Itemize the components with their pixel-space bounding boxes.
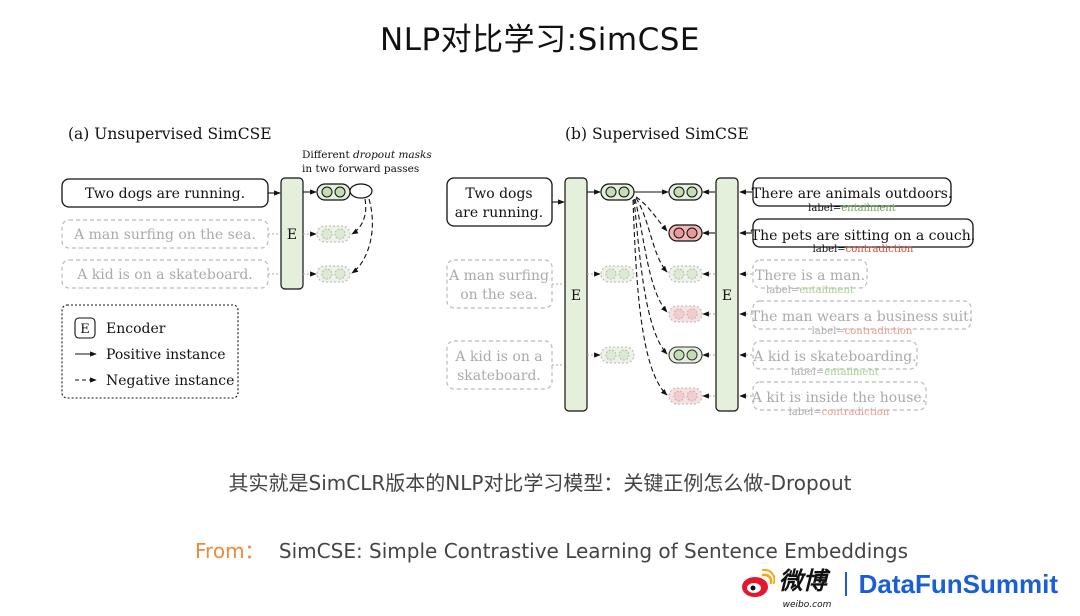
input-b-2-box [446,259,553,309]
embedding-b-anchor [600,183,635,201]
weibo-sub: weibo.com [782,600,832,610]
sentence-a-1: Two dogs are running. [85,186,245,202]
figure-b-title: (b) Supervised SimCSE [565,125,749,143]
pair-6-label: label=contradiction [789,407,890,418]
embedding-b-pair-6 [668,387,703,405]
pair-3-text: There is a man. [755,268,865,284]
pair-2-text: The pets are sitting on a couch. [751,228,975,244]
datafun-brand: DataFunSummit [858,568,1058,599]
pair-1-label: label=entailment [808,203,896,214]
legend-encoder-symbol: E [80,322,90,337]
pair-4-box [752,300,972,330]
legend-positive: Positive instance [106,347,226,363]
pair-6-box [752,381,927,411]
embedding-b-2 [600,265,635,283]
pair-6-text: A kit is inside the house. [751,390,926,406]
sentence-a-2-box [61,219,269,249]
pair-1-box [752,177,952,207]
encoder-b-right-label: E [722,288,732,304]
input-b-2-line1: A man surfing [448,268,549,284]
embedding-a-2 [316,225,351,243]
embedding-b-pair-4 [668,305,703,323]
footer-separator [844,572,847,596]
legend-box [61,304,239,399]
pair-5-text: A kid is skateboarding. [752,349,916,365]
slide-title: NLP对比学习:SimCSE [380,22,700,58]
pair-2-box [752,218,974,248]
pair-3-box [752,259,868,289]
figure-a-title: (a) Unsupervised SimCSE [68,125,272,143]
input-b-2-line2: on the sea. [460,287,538,303]
embedding-b-pair-3 [668,265,703,283]
embedding-b-pair-2 [668,224,703,242]
embedding-a-dropout [349,183,373,199]
pair-5-box [752,340,918,370]
slide-caption: 其实就是SimCLR版本的NLP对比学习模型：关键正例怎么做-Dropout [228,471,852,495]
legend-negative: Negative instance [106,373,234,389]
pair-5-label: label=entailment [791,367,879,378]
input-b-1-line2: are running. [455,205,543,221]
negative-arrow-a-1 [351,198,367,235]
input-b-3-box [446,340,553,390]
input-b-1-line1: Two dogs [465,186,532,202]
dropout-note-line1: Different dropout masks [302,149,432,161]
sentence-a-3: A kid is on a skateboard. [76,267,253,283]
pair-1-text: There are animals outdoors. [752,186,953,202]
source-text: SimCSE: Simple Contrastive Learning of S… [278,539,909,563]
pair-4-label: label=contradiction [812,326,913,337]
encoder-a-label: E [287,227,297,243]
embedding-b-pair-5 [668,346,703,364]
sentence-a-3-box [61,259,269,289]
embedding-a-anchor [316,183,351,201]
source-line: From： SimCSE: Simple Contrastive Learnin… [195,535,908,564]
dropout-note-line2: in two forward passes [302,163,419,175]
embedding-a-3 [316,265,351,283]
negative-arrows-b [632,196,668,396]
footer-brand: 微博 weibo.com DataFunSummit [741,566,1058,611]
negative-arrow-a-2 [351,198,373,274]
pair-3-label: label=entailment [766,285,854,296]
input-b-3-line1: A kid is on a [454,349,542,365]
embedding-b-pair-1 [668,183,703,201]
encoder-b-left-label: E [571,288,581,304]
sentence-a-2: A man surfing on the sea. [73,227,256,243]
weibo-wordmark: 微博 weibo.com [779,569,832,611]
weibo-logo-icon [741,569,775,597]
source-prefix: From： [195,539,265,563]
pair-2-label: label=contradiction [813,244,914,255]
encoder-b-left [564,177,588,412]
pair-4-text: The man wears a business suit. [751,309,973,325]
embedding-b-3 [600,346,635,364]
input-b-3-line2: skateboard. [457,368,541,384]
encoder-b-right [715,177,739,412]
legend-encoder: Encoder [106,321,166,337]
